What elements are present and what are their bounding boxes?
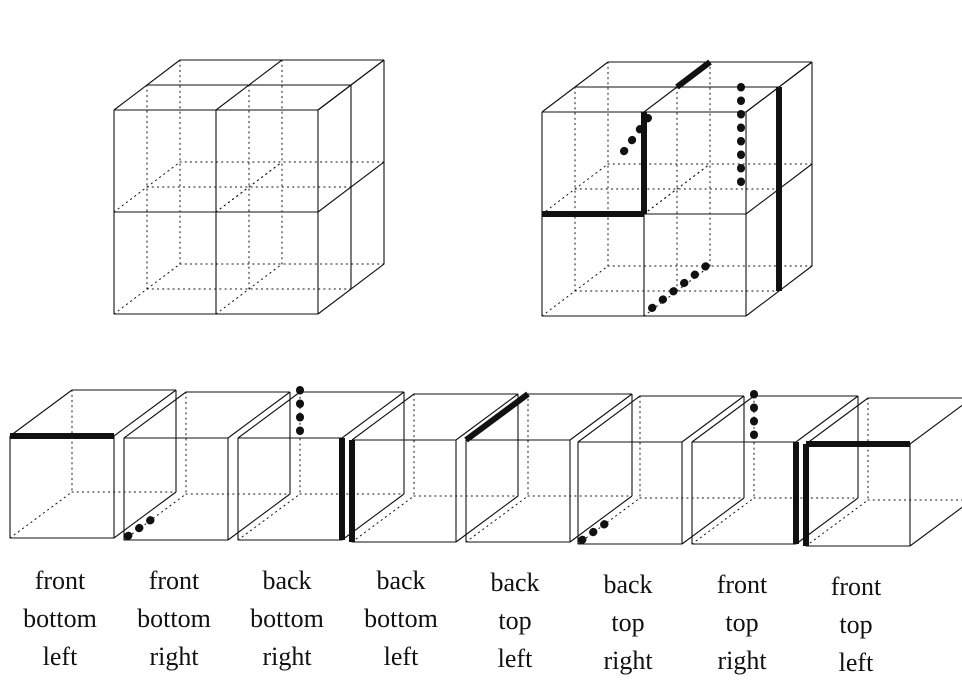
highlight-edge: [675, 59, 712, 90]
highlight-edge: [464, 391, 530, 443]
highlight-edge: [9, 389, 73, 437]
hidden-edge: [215, 263, 283, 315]
hidden-edge: [237, 493, 301, 541]
highlight-edge: [577, 395, 641, 443]
highlight-edge: [351, 393, 415, 441]
highlight-edge: [578, 517, 613, 544]
highlight-edge: [455, 393, 519, 441]
hidden-edge: [465, 495, 529, 543]
highlight-edge: [455, 495, 519, 543]
assembled-block-marked: [541, 59, 813, 317]
small-cube-4: [349, 393, 519, 543]
hidden-edge: [541, 163, 609, 215]
highlight-edge: [227, 493, 291, 541]
highlight-edge: [681, 497, 745, 545]
hidden-edge: [577, 497, 641, 545]
highlight-edge: [237, 391, 301, 439]
highlight-edge: [124, 513, 159, 540]
hidden-edge: [351, 495, 415, 543]
highlight-edge: [569, 495, 633, 543]
hidden-edge: [9, 491, 73, 539]
highlight-edge: [569, 393, 633, 441]
highlight-edge: [691, 395, 755, 443]
small-cube-2: [123, 391, 291, 541]
highlight-edge: [341, 391, 405, 439]
small-cube-1: [9, 389, 177, 539]
hidden-edge: [123, 493, 187, 541]
highlight-edge: [805, 397, 869, 445]
small-cube-6: [577, 395, 745, 545]
highlight-edge: [909, 404, 962, 445]
highlight-edge: [123, 391, 187, 439]
highlight-edge: [113, 389, 177, 437]
highlight-edge: [795, 395, 859, 443]
hidden-edge: [691, 497, 755, 545]
highlight-edge: [909, 506, 962, 547]
highlight-edge: [227, 391, 291, 439]
highlight-edge: [113, 491, 177, 539]
highlight-edge: [681, 395, 745, 443]
hidden-edge: [113, 161, 181, 213]
small-cube-3: [237, 386, 405, 541]
small-cube-8: [803, 397, 962, 547]
highlight-edge: [648, 262, 710, 312]
hidden-edge: [215, 161, 283, 213]
hidden-edge: [541, 265, 609, 317]
separated-cubes-row: [9, 386, 962, 547]
assembled-block-plain: [113, 59, 385, 315]
hidden-edge: [805, 499, 869, 547]
hidden-edge: [113, 263, 181, 315]
hidden-edge: [643, 163, 711, 215]
small-cube-5: [464, 391, 633, 543]
highlight-edge: [618, 114, 652, 158]
